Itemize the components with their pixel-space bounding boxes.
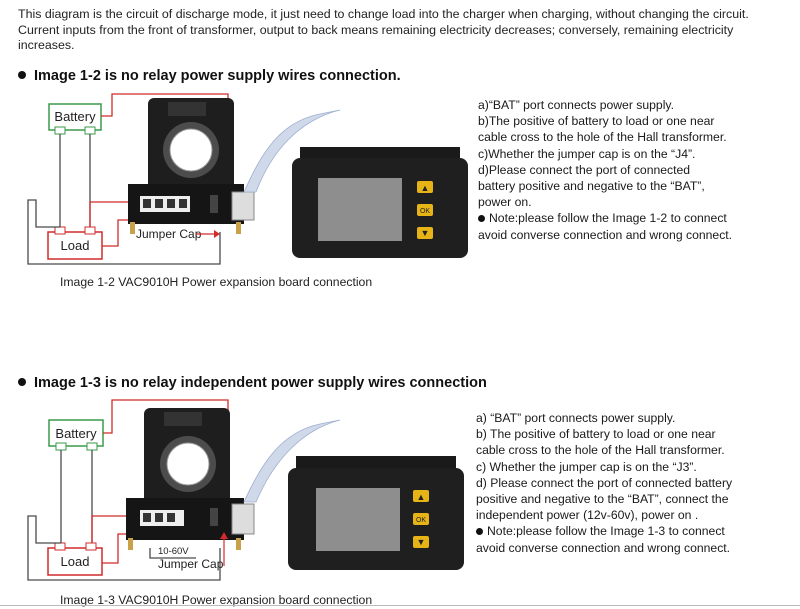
ribbon-cable [243, 109, 341, 193]
battery-label: Battery [55, 426, 97, 441]
jumper-cap-label: Jumper Cap [158, 557, 224, 571]
button-ok [417, 204, 433, 216]
battery-box: Battery [48, 103, 102, 135]
section-2-heading: Image 1-3 is no relay independent power … [18, 375, 487, 391]
load-label: Load [61, 238, 90, 253]
instruction-line: d) Please connect the port of connected … [476, 475, 733, 490]
svg-text:OK: OK [416, 517, 426, 524]
section-1-instructions: a)“BAT” port connects power supply. b)Th… [478, 97, 732, 243]
section-2-heading-text: Image 1-3 is no relay independent power … [34, 375, 487, 391]
intro-paragraph: This diagram is the circuit of discharge… [18, 7, 749, 52]
voltage-label: 10-60V [158, 546, 189, 557]
button-down [413, 536, 429, 548]
button-ok [413, 513, 429, 525]
load-box: Load [47, 226, 103, 260]
instruction-line: cable cross to the hole of the Hall tran… [478, 130, 727, 145]
section-1-wiring-diagram: Battery Load Jumper Ca [27, 93, 468, 265]
instruction-line: positive and negative to the “BAT”, conn… [476, 492, 729, 507]
instruction-line: battery positive and negative to the “BA… [478, 179, 705, 194]
expansion-board [126, 498, 255, 550]
instruction-line: b)The positive of battery to load or one… [478, 114, 715, 129]
instruction-line: d)Please connect the port of connected [478, 162, 691, 177]
section-2-instructions: a) “BAT” port connects power supply. b) … [476, 410, 732, 556]
instruction-line: c)Whether the jumper cap is on the “J4”. [478, 146, 696, 161]
instruction-line: a)“BAT” port connects power supply. [478, 98, 674, 112]
section-1-heading: Image 1-2 is no relay power supply wires… [18, 68, 401, 84]
jumper-cap-label: Jumper Cap [136, 227, 202, 241]
note-bullet-icon [478, 214, 485, 222]
svg-text:▼: ▼ [421, 228, 430, 238]
bullet-icon [18, 71, 26, 80]
note-bullet-icon [476, 527, 483, 535]
instruction-line: b) The positive of battery to load or on… [476, 427, 716, 442]
svg-text:▼: ▼ [417, 537, 426, 547]
svg-text:▲: ▲ [421, 183, 430, 193]
load-box: Load [47, 542, 103, 576]
hall-transformer [148, 98, 234, 190]
bullet-icon [18, 378, 26, 387]
instruction-line: a) “BAT” port connects power supply. [476, 411, 676, 425]
expansion-board [128, 184, 255, 234]
note-line: Note:please follow the Image 1-3 to conn… [476, 523, 732, 539]
display-module: ▲ OK ▼ [288, 456, 464, 570]
note-line: avoid converse connection and wrong conn… [478, 227, 733, 242]
instruction-line: cable cross to the hole of the Hall tran… [476, 443, 725, 458]
ribbon-cable [243, 419, 341, 503]
section-1-heading-text: Image 1-2 is no relay power supply wires… [34, 68, 401, 84]
instruction-line: independent power (12v-60v), power on . [476, 508, 699, 523]
instruction-line: power on. [478, 195, 532, 210]
button-down [417, 227, 433, 239]
hall-transformer [144, 408, 230, 504]
battery-label: Battery [54, 109, 96, 124]
svg-text:▲: ▲ [417, 492, 426, 502]
instruction-line: c) Whether the jumper cap is on the “J3”… [476, 459, 697, 474]
wires [27, 93, 229, 265]
button-up [413, 490, 429, 502]
battery-box: Battery [48, 419, 104, 451]
note-line: avoid converse connection and wrong conn… [476, 540, 731, 555]
svg-text:OK: OK [420, 208, 430, 215]
note-line: Note:please follow the Image 1-2 to conn… [478, 210, 732, 226]
button-up [417, 181, 433, 193]
display-screen [316, 488, 400, 551]
section-2-caption: Image 1-3 VAC9010H Power expansion board… [60, 593, 373, 607]
section-2-wiring-diagram: Battery Load 10-60V Jumper Cap [27, 399, 464, 581]
display-screen [318, 178, 402, 241]
bottom-divider [0, 605, 800, 606]
section-1-caption: Image 1-2 VAC9010H Power expansion board… [60, 275, 373, 289]
display-module: ▲ OK ▼ [292, 147, 468, 258]
load-label: Load [61, 554, 90, 569]
